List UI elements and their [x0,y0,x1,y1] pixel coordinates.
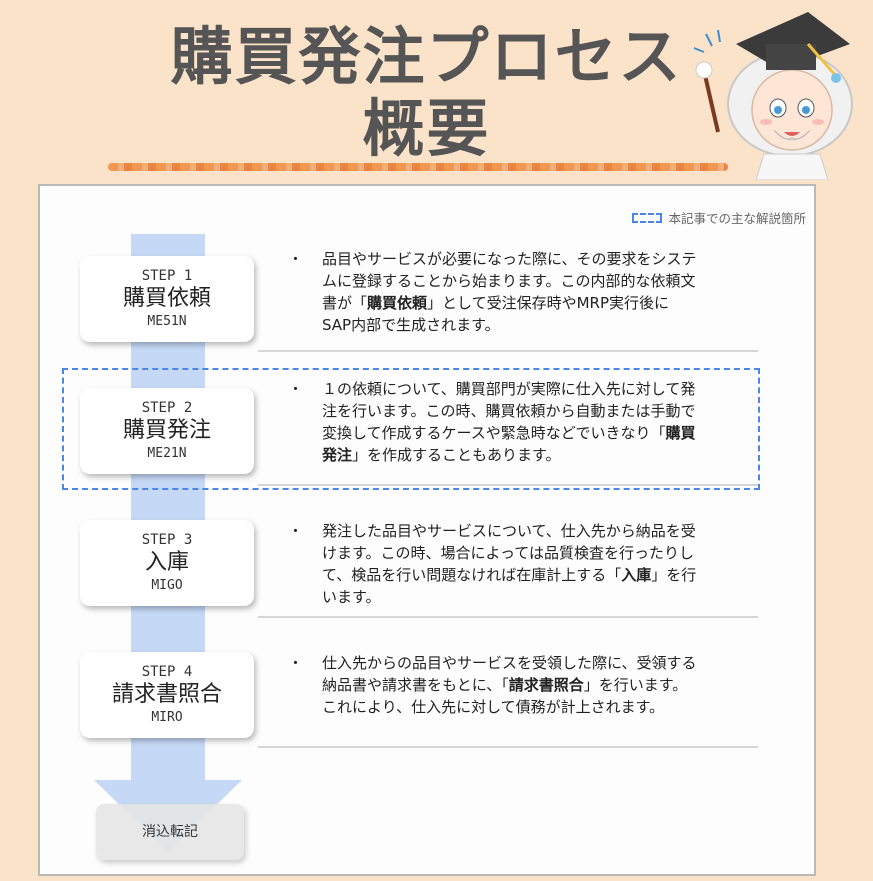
separator [258,616,758,618]
professor-mascot-illustration [693,12,853,180]
bullet: ・ [288,250,304,268]
step-card-1: STEP 1 購買依頼 ME51N [80,256,254,342]
step-name: 請求書照合 [111,682,222,707]
separator [258,484,758,486]
term-bold: 購買発注 [322,424,696,464]
step-card-4: STEP 4 請求書照合 MIRO [80,652,254,738]
step-tcode: MIRO [151,710,183,725]
step-tcode: ME51N [147,314,187,329]
step-name: 入庫 [144,550,189,575]
page-title: 購買発注プロセス [170,20,683,93]
separator [258,350,758,352]
bullet: ・ [288,380,304,398]
step-description-1: ・ 品目やサービスが必要になった際に、その要求をシステムに登録することから始まり… [288,250,697,334]
term-bold: 入庫 [621,566,652,584]
page-subtitle: 概要 [362,92,491,165]
bullet: ・ [288,654,304,672]
step-card-3: STEP 3 入庫 MIGO [80,520,254,606]
step-number: STEP 2 [141,400,193,416]
highlight-box [62,368,760,490]
step-number: STEP 1 [141,268,193,284]
step-name: 購買依頼 [122,286,211,311]
bullet: ・ [288,522,304,540]
step-description-3: ・ 発注した品目やサービスについて、仕入先から納品を受けます。この時、場合によっ… [288,522,697,606]
step-name: 購買発注 [122,418,211,443]
step-number: STEP 3 [141,532,193,548]
title-underline [108,163,728,171]
final-step-card: 消込転記 [96,804,244,860]
legend-label: 本記事での主な解説箇所 [668,211,806,226]
step-tcode: MIGO [151,578,183,593]
step-tcode: ME21N [147,446,187,461]
step-number: STEP 4 [141,664,193,680]
legend: 本記事での主な解説箇所 [632,208,806,227]
separator [258,746,758,748]
process-panel: 本記事での主な解説箇所 STEP 1 購買依頼 ME51N ・ 品目やサービスが… [38,184,816,876]
step-description-2: ・ １の依頼について、購買部門が実際に仕入先に対して発注を行います。この時、購買… [288,380,696,464]
term-bold: 購買依頼 [367,294,428,312]
step-card-2: STEP 2 購買発注 ME21N [80,388,254,474]
term-bold: 請求書照合 [508,676,584,694]
legend-dashed-box-icon [632,212,663,223]
step-description-4: ・ 仕入先からの品目やサービスを受領した際に、受領する納品書や請求書をもとに、「… [288,654,697,716]
